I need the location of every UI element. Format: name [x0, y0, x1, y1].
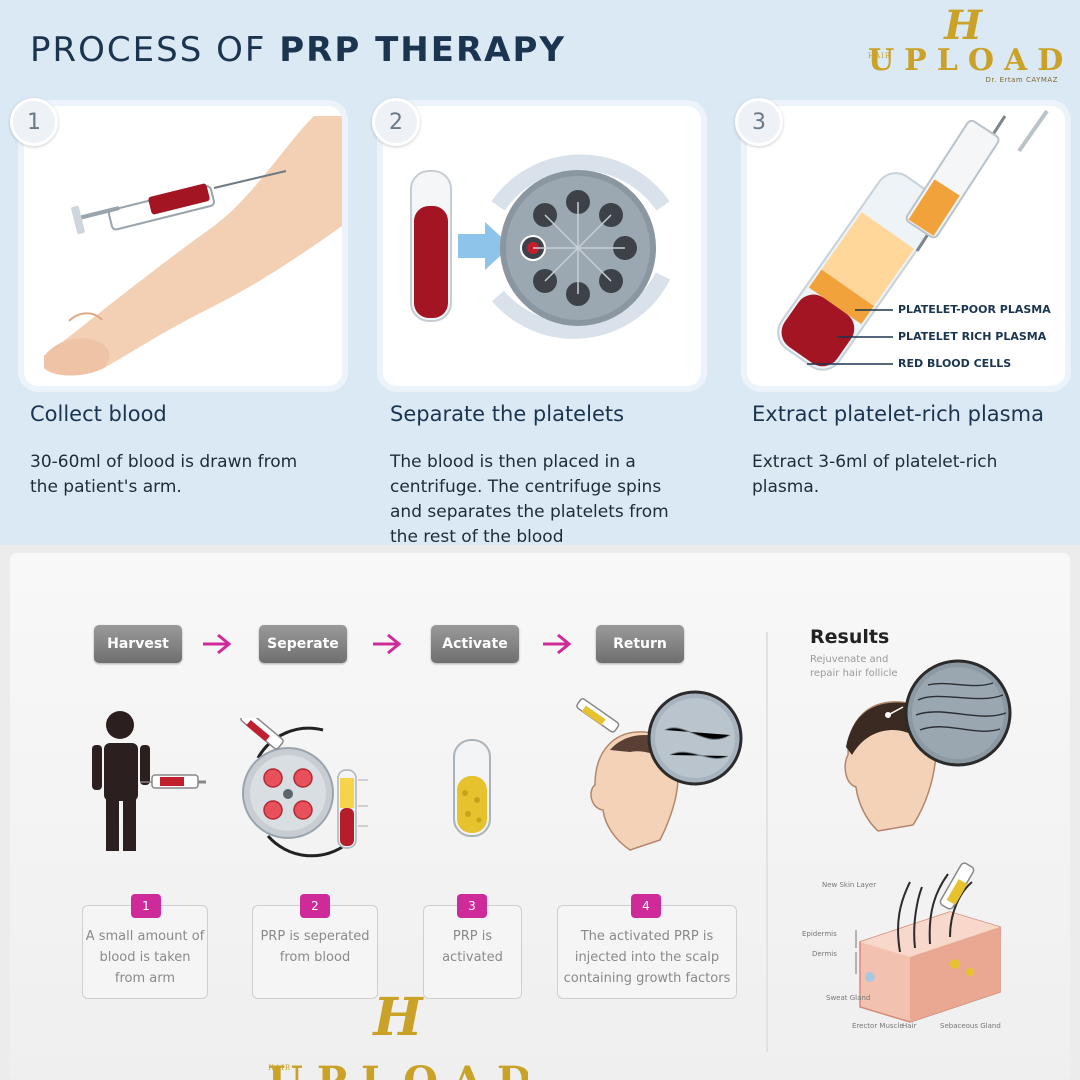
- activated-prp-tube-illustration: [453, 739, 491, 837]
- step-description: The blood is then placed in a centrifuge…: [390, 452, 669, 547]
- logo-monogram: H: [944, 2, 982, 49]
- plasma-layer-label: PLATELET-POOR PLASMA: [898, 303, 1051, 316]
- plasma-layer-label: RED BLOOD CELLS: [898, 357, 1012, 370]
- step-number-badge: 2: [300, 894, 330, 918]
- step-description: 30-60ml of blood is drawn from the patie…: [30, 452, 298, 497]
- skin-label: Epidermis: [802, 930, 837, 938]
- step-number-badge: 4: [631, 894, 661, 918]
- step-title: Collect blood: [30, 402, 167, 426]
- logo-small-text: HAIR: [868, 52, 892, 60]
- step-description: Extract 3-6ml of platelet-rich plasma.: [752, 452, 998, 497]
- skin-label: Hair: [902, 1022, 916, 1030]
- flow-step-return: Return: [596, 625, 684, 663]
- skin-label: Dermis: [812, 950, 837, 958]
- flow-step-separate: Seperate: [259, 625, 347, 663]
- skin-label: Sweat Gland: [826, 994, 870, 1002]
- watermark-logo: H HAIR UPLOAD: [268, 992, 528, 1080]
- arrow-right-icon: [203, 633, 232, 655]
- logo-monogram: H: [373, 992, 423, 1048]
- step-card-separate: [383, 106, 701, 386]
- healthy-hair-illustration: [844, 659, 1012, 832]
- skin-label: New Skin Layer: [822, 881, 876, 889]
- flow-step-activate: Activate: [431, 625, 519, 663]
- scalp-injection-illustration: [576, 690, 743, 851]
- logo-word: UPLOAD: [268, 1062, 528, 1080]
- step-number-badge: 1: [10, 98, 58, 146]
- step-description-box: The activated PRP is injected into the s…: [557, 905, 737, 999]
- step-number-badge: 1: [131, 894, 161, 918]
- step-description-box: PRP is activated: [423, 905, 522, 999]
- step-number-badge: 2: [372, 98, 420, 146]
- logo-subtitle: Dr. Ertam CAYMAZ: [985, 76, 1058, 84]
- skin-layer-diagram: New Skin Layer Epidermis Dermis Sweat Gl…: [802, 862, 1001, 1030]
- step-card-extract: [747, 106, 1065, 386]
- plasma-layer-label: PLATELET RICH PLASMA: [898, 330, 1047, 343]
- arm-syringe-illustration: [44, 116, 342, 376]
- person-harvest-illustration: [92, 711, 206, 851]
- flow-step-harvest: Harvest: [94, 625, 182, 663]
- centrifuge-separate-illustration: [240, 718, 368, 858]
- brand-logo: H HAIR UPLOAD Dr. Ertam CAYMAZ: [868, 2, 1074, 85]
- arrow-right-icon: [543, 633, 572, 655]
- step-description-box: PRP is seperated from blood: [252, 905, 378, 999]
- skin-label: Erector Muscle: [852, 1022, 904, 1030]
- arrow-right-icon: [373, 633, 402, 655]
- step-title: Extract platelet-rich plasma: [752, 402, 1044, 426]
- section-divider: [766, 632, 768, 1052]
- step-description-box: A small amount of blood is taken from ar…: [82, 905, 208, 999]
- logo-word: UPLOAD: [868, 43, 1074, 78]
- plasma-tube-illustration: [777, 109, 1049, 371]
- page-title: PROCESS OF PRP THERAPY: [30, 30, 566, 70]
- logo-small-text: HAIR: [268, 1064, 292, 1072]
- step-number-badge: 3: [457, 894, 487, 918]
- centrifuge-illustration: [410, 154, 671, 339]
- results-title: Results: [810, 626, 890, 648]
- step-card-collect: [24, 106, 342, 386]
- step-title: Separate the platelets: [390, 402, 625, 426]
- step-number-badge: 3: [735, 98, 783, 146]
- results-description: Rejuvenate and repair hair follicle: [810, 654, 898, 679]
- skin-label: Sebaceous Gland: [940, 1022, 1001, 1030]
